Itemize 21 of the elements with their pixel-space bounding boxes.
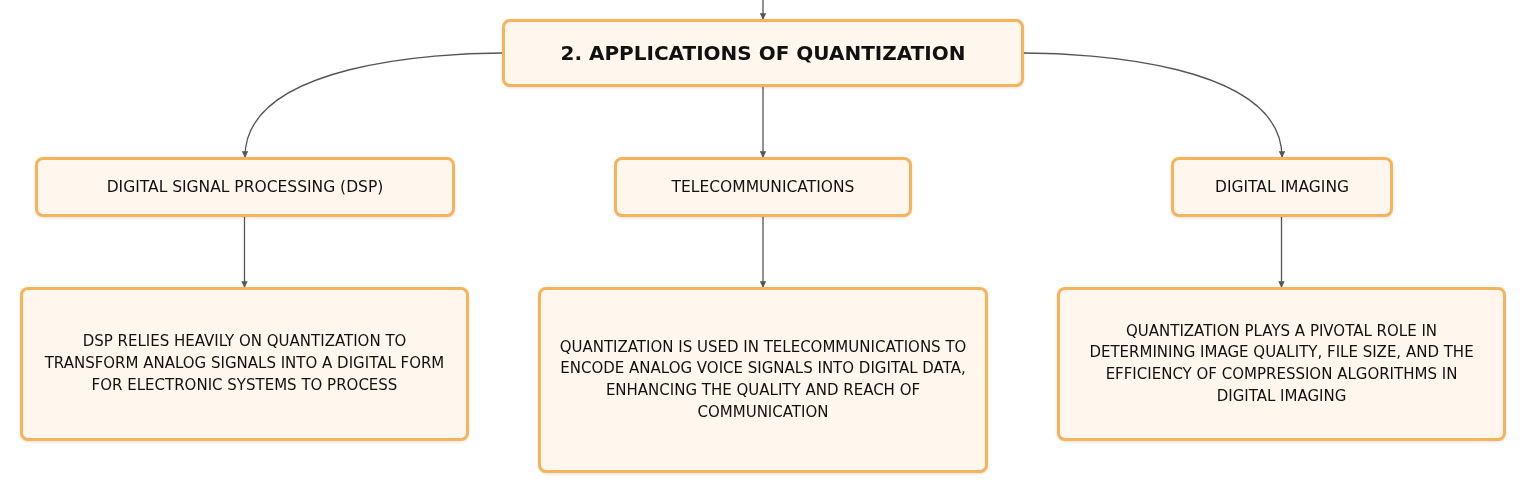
category-box (614, 157, 912, 217)
box-text: QUANTIZATION PLAYS A PIVOTAL ROLE IN DETERMINING IMAGE QUALITY, FILE SIZE, AND THE EFFICIENCY OF COMPRESSION ALGORITHMS IN DIGITAL IMAGING (1088, 320, 1475, 407)
box-text: DSP RELIES HEAVILY ON QUANTIZATION TO TRANSFORM ANALOG SIGNALS INTO A DIGITAL FORM FOR ELECTRONIC SYSTEMS TO PROCESS (43, 331, 446, 396)
box-text: QUANTIZATION IS USED IN TELECOMMUNICATIONS TO ENCODE ANALOG VOICE SIGNALS INTO DIGITAL DATA, ENHANCING THE QUALITY AND REACH OF COMMUNICATION (558, 336, 968, 423)
description-box (20, 287, 469, 441)
box-text: DIGITAL SIGNAL PROCESSING (DSP) (106, 176, 384, 198)
description-box (1057, 287, 1506, 441)
title-box (502, 19, 1024, 87)
box-text: 2. APPLICATIONS OF QUANTIZATION (560, 39, 966, 67)
connector-arrow (759, 0, 767, 20)
box-text: TELECOMMUNICATIONS (671, 176, 855, 198)
description-box (538, 287, 988, 473)
category-box (1171, 157, 1393, 217)
box-text: DIGITAL IMAGING (1215, 176, 1349, 198)
connector-arrow (1278, 216, 1285, 288)
connector-arrow (1023, 52, 1285, 158)
connector-arrow (759, 86, 767, 158)
connector-arrow (242, 52, 503, 158)
connector-arrow (759, 216, 767, 288)
connector-arrow (241, 216, 248, 288)
category-box (35, 157, 455, 217)
